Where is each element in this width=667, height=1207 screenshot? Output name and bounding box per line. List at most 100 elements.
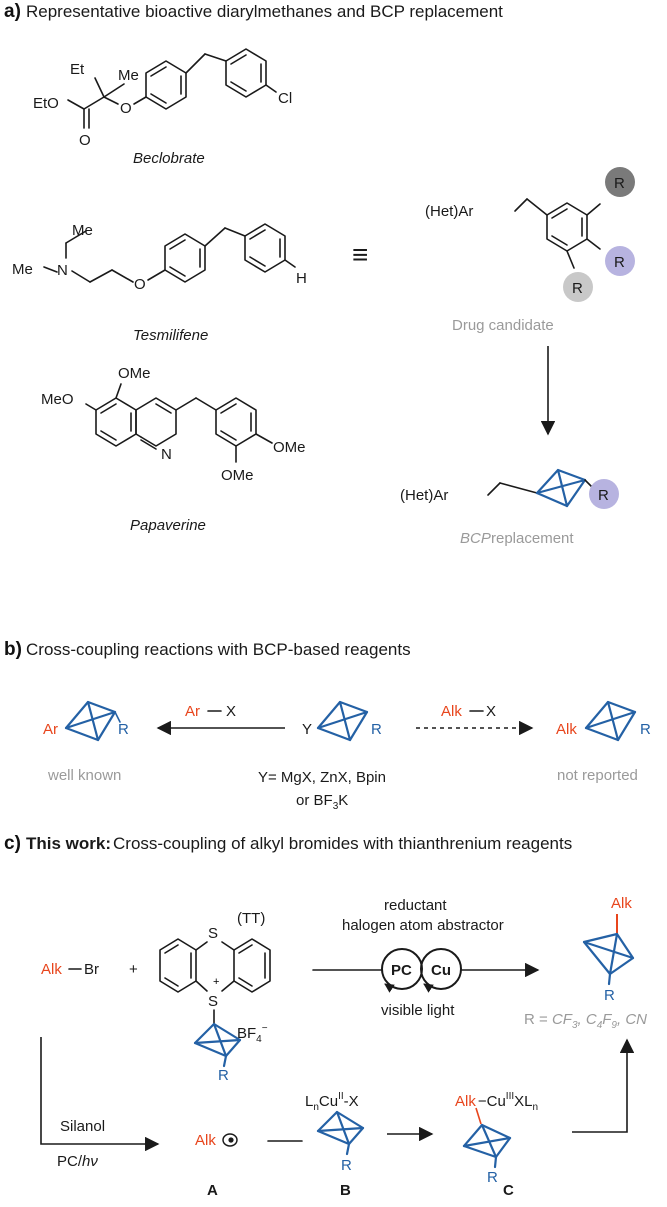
equivalence-symbol: ≡ [352,239,368,270]
tesmilifene-h: H [296,270,307,287]
c-r-def-c4-sub: 4 [597,1020,603,1031]
thianthrenium-structure: (TT) S + S R BF4− [159,910,271,1084]
radical-dot-icon [222,1133,238,1147]
c-b-label: LnCuII-X [305,1091,359,1113]
tt-s1: S [208,925,218,942]
c-plus: + [129,961,138,978]
beclobrate-o2: O [79,132,91,149]
c-cond-below: visible light [381,1002,455,1019]
c-cond-line2: halogen atom abstractor [342,917,504,934]
section-b-letter: b) [4,639,22,660]
bcp-cage-icon [316,700,369,742]
tt-tag: (TT) [237,910,265,927]
c-r-definition: R = CF3, C4F9, CN [524,1011,647,1031]
c-r-def-c4: C [586,1011,597,1028]
c-c-label: Alk−CuIIIXLn [455,1091,538,1113]
papaverine-n: N [161,446,172,463]
r-highlight-lavender [605,246,635,276]
bcp-r: R [598,487,609,504]
c-c-xl: XL [514,1093,532,1110]
tesmilifene-name: Tesmilifene [133,327,208,344]
beclobrate-eto: EtO [33,95,59,112]
c-r-def-cn: CN [625,1011,647,1028]
papaverine-ome3: OMe [221,467,254,484]
r-highlight-lavender-bcp [589,479,619,509]
papaverine-meo: MeO [41,391,74,408]
b-center-y: Y [302,721,312,738]
tt-bf4-sub: 4 [256,1034,262,1045]
bcp-label-abbrev: BCP [460,530,491,547]
section-b: b) Cross-coupling reactions with BCP-bas… [4,639,651,812]
c-prod-r: R [604,987,615,1004]
drug-hetar: (Het)Ar [425,203,473,220]
drug-r2: R [614,254,625,271]
bcp-cage-icon [316,1110,365,1146]
beclobrate-cl: Cl [278,90,292,107]
drug-candidate-structure: (Het)Ar R R R Drug candidate [425,167,635,334]
tt-bf4-main: BF [237,1025,256,1042]
c-c-r: R [487,1169,498,1186]
section-a-title: Representative bioactive diarylmethanes … [26,2,503,21]
c-b-sub-n: n [313,1102,319,1113]
c-pc: PC [391,962,412,979]
papaverine-name: Papaverine [130,517,206,534]
c-alk: Alk [41,961,62,978]
c-r-def-f-sub: 9 [611,1020,617,1031]
c-pc-hv-b: hν [82,1153,98,1170]
b-left-ar: Ar [43,721,58,738]
b-right-alk: Alk [556,721,577,738]
c-label-c: C [503,1182,514,1199]
c-cu: Cu [431,962,451,979]
c-mech-arrow-1 [40,1037,160,1152]
b-left-caption: well known [47,767,121,784]
b-arrow-x2: X [486,703,496,720]
bcp-replacement-structure: (Het)Ar R BCP replacement [400,468,619,547]
b-arrow-alk: Alk [441,703,462,720]
c-b-x: -X [344,1093,359,1110]
beclobrate-structure: Cl O Et Me O EtO Beclobrate [33,48,292,167]
c-label-a: A [207,1182,218,1199]
r-highlight-grey [563,272,593,302]
b-right-caption: not reported [557,767,638,784]
b-right-r: R [640,721,651,738]
b-arrow-ar: Ar [185,703,200,720]
section-a: a) Representative bioactive diarylmethan… [4,1,635,547]
bcp-hetar: (Het)Ar [400,487,448,504]
b-center-r: R [371,721,382,738]
tesmilifene-structure: Me N Me O H Tesmilifene [12,222,307,344]
tt-r: R [218,1067,229,1084]
bcp-cage-icon [584,700,637,742]
c-r-def-prefix: R = [524,1011,552,1028]
section-b-title: Cross-coupling reactions with BCP-based … [26,640,411,659]
section-a-letter: a) [4,1,21,22]
b-left-r: R [118,721,129,738]
b-arrow-x: X [226,703,236,720]
c-label-b: B [340,1182,351,1199]
bcp-cage-icon [462,1123,512,1159]
c-prod-alk: Alk [611,895,632,912]
c-mech-arrow-3 [572,1038,635,1133]
section-c-letter: c) [4,833,21,854]
r-highlight-dark [605,167,635,197]
beclobrate-o1: O [120,100,132,117]
section-c: c) This work: Cross-coupling of alkyl br… [4,833,647,1199]
b-center-line2-b: K [338,792,348,809]
b-center-line2: or BF3K [296,792,348,812]
c-pc-hv-a: PC/ [57,1153,83,1170]
tt-s2: S [208,993,218,1010]
c-br: Br [84,961,99,978]
c-b-r: R [341,1157,352,1174]
c-cond-line1: reductant [384,897,447,914]
bcp-cage-icon [193,1022,242,1058]
c-silanol: Silanol [60,1118,105,1135]
bcp-cage-icon [582,932,635,976]
bcp-label-rest: replacement [491,530,574,547]
section-c-title-bold: This work: [26,834,111,853]
papaverine-ome2: OMe [273,439,306,456]
bcp-cage-icon [535,468,587,508]
c-c-cu: Cu [487,1093,506,1110]
c-c-alk: Alk [455,1093,476,1110]
beclobrate-et: Et [70,61,85,78]
b-center-line2-a: or BF [296,792,333,809]
